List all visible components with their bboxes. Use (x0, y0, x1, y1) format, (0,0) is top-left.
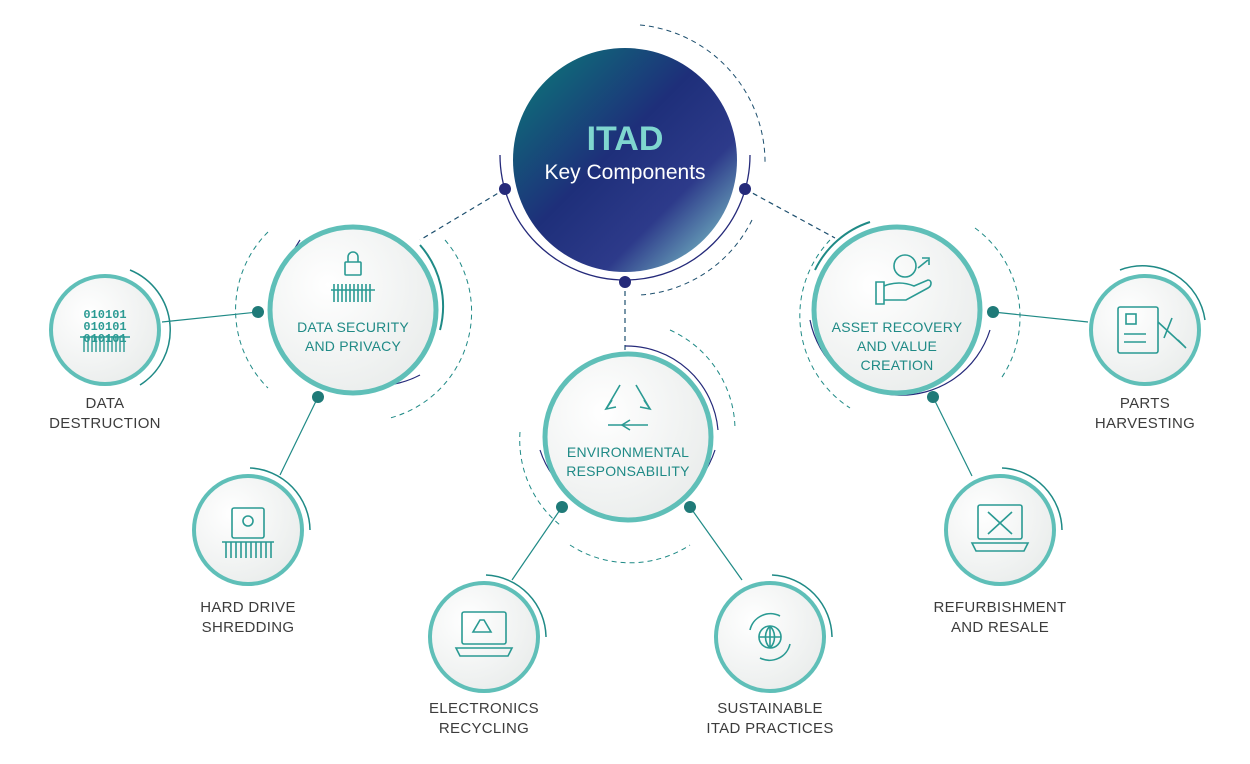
main-node-environmental-label: ENVIRONMENTAL RESPONSABILITY (543, 443, 713, 481)
sub-node-parts-harvesting-label: PARTS HARVESTING (1045, 394, 1245, 434)
board-pliers-icon (1117, 306, 1187, 354)
lock-binary-icon (331, 251, 375, 302)
center-subtitle: Key Components (544, 161, 706, 184)
main-node-data-security (235, 224, 473, 419)
label-line: HARD DRIVE (200, 599, 296, 616)
label-line: ITAD PRACTICES (706, 720, 834, 737)
label-line: AND VALUE (856, 338, 938, 354)
label-line: ENVIRONMENTAL (566, 444, 690, 460)
laptop-tools-icon (970, 504, 1030, 552)
main-node-data-security-label: DATA SECURITY AND PRIVACY (268, 318, 438, 356)
binary-row-2: 010101 (83, 320, 126, 334)
label-line: SHREDDING (201, 619, 295, 636)
label-line: DATA SECURITY (297, 319, 409, 335)
center-dot-right (739, 183, 751, 195)
connector-shredding (279, 396, 319, 476)
center-dot-bottom (619, 276, 631, 288)
sub-node-hard-drive-shredding-label: HARD DRIVE SHREDDING (148, 598, 348, 638)
label-line: ELECTRONICS (429, 700, 539, 717)
label-line: RESPONSABILITY (566, 463, 690, 479)
connector-recycling (511, 506, 563, 581)
label-line: CREATION (860, 357, 934, 373)
label-line: PARTS (1119, 395, 1171, 412)
connector-destruction (161, 311, 259, 323)
sub-node-sustainable-itad-label: SUSTAINABLE ITAD PRACTICES (670, 699, 870, 739)
binary-row-1: 010101 (83, 308, 126, 322)
connector-center-security (419, 188, 506, 241)
main-node-asset-recovery (799, 221, 1021, 409)
globe-cycle-icon (749, 612, 791, 662)
sub-node-circles (49, 265, 1206, 693)
connector-sustainable (689, 506, 743, 581)
connector-refurbishment (932, 396, 973, 477)
connector-parts (992, 311, 1089, 323)
label-line: DATA (85, 395, 125, 412)
label-line: AND PRIVACY (304, 338, 402, 354)
sub-node-data-destruction-label: DATA DESTRUCTION (5, 394, 205, 434)
center-node (499, 24, 766, 296)
label-line: SUSTAINABLE (717, 700, 823, 717)
sub-node-refurbishment-label: REFURBISHMENT AND RESALE (900, 598, 1100, 638)
label-line: RECYCLING (438, 720, 530, 737)
center-dot-left (499, 183, 511, 195)
recycle-icon (604, 384, 652, 431)
center-title: ITAD (586, 120, 664, 158)
main-node-environmental (519, 329, 736, 564)
binary-shred-icon: 010101 010101 010101 (80, 308, 130, 352)
label-line: AND RESALE (950, 619, 1050, 636)
connectors (161, 188, 1089, 581)
connector-center-asset (744, 188, 836, 239)
sub-node-electronics-recycling-label: ELECTRONICS RECYCLING (384, 699, 584, 739)
hard-drive-shred-icon (222, 507, 274, 558)
main-node-asset-recovery-label: ASSET RECOVERY AND VALUE CREATION (812, 318, 982, 375)
hand-dollar-icon (875, 254, 932, 305)
label-line: ASSET RECOVERY (831, 319, 963, 335)
label-line: REFURBISHMENT (933, 599, 1067, 616)
label-line: DESTRUCTION (49, 415, 161, 432)
laptop-recycle-icon (454, 611, 514, 657)
label-line: HARVESTING (1094, 415, 1196, 432)
